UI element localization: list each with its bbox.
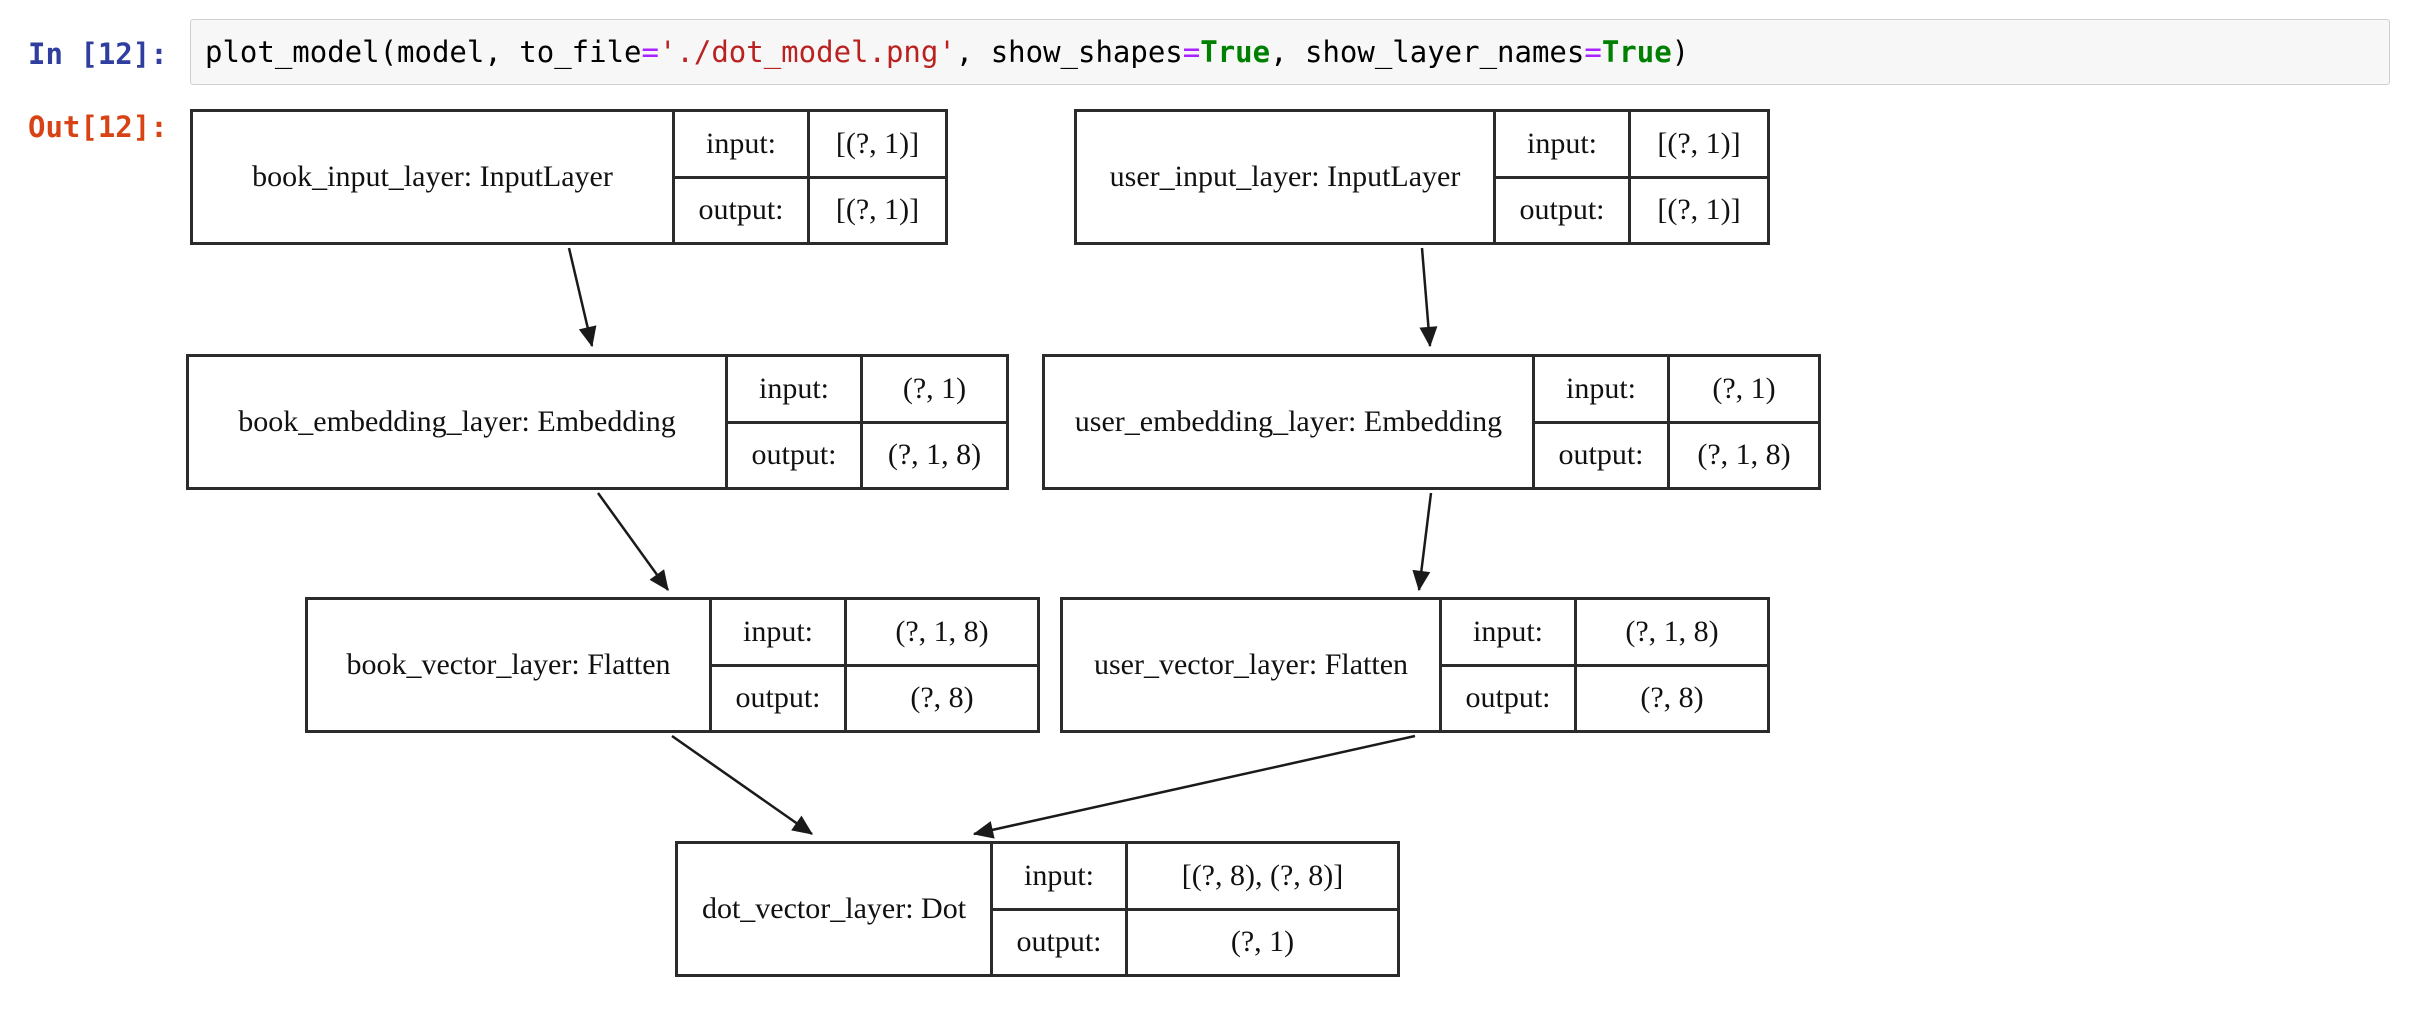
arrow-book-input-to-book-embedding	[567, 247, 597, 348]
code-token-operator: =	[641, 35, 659, 69]
code-line: plot_model(model, to_file='./dot_model.p…	[191, 35, 1689, 69]
input-shape: (?, 1)	[1670, 357, 1818, 424]
input-shape: (?, 1, 8)	[847, 600, 1037, 667]
input-shape: [(?, 1)]	[1631, 112, 1767, 179]
output-label: output:	[1558, 438, 1644, 472]
output-label: output:	[751, 438, 837, 472]
output-shape: [(?, 1)]	[1657, 193, 1741, 227]
code-token-keyword: True	[1601, 35, 1672, 69]
output-label: output:	[698, 193, 784, 227]
code-token-string: './dot_model.png'	[658, 35, 956, 69]
output-shape: (?, 1, 8)	[887, 438, 982, 472]
output-label: output:	[1519, 193, 1605, 227]
output-prompt: Out[12]:	[28, 110, 168, 144]
output-label: output:	[735, 681, 821, 715]
arrow-user-input-to-user-embedding	[1419, 247, 1438, 348]
io-values: (?, 1, 8) (?, 8)	[1577, 600, 1767, 730]
input-prompt: In [12]:	[28, 37, 168, 71]
output-label: output:	[1016, 925, 1102, 959]
output-shape: (?, 8)	[910, 681, 974, 715]
io-labels: input: output:	[728, 357, 863, 487]
code-token: , show_layer_names	[1270, 35, 1585, 69]
layer-name: book_vector_layer: Flatten	[308, 600, 712, 730]
io-values: [(?, 1)] [(?, 1)]	[810, 112, 945, 242]
code-token-operator: =	[1182, 35, 1201, 69]
node-user-input-layer: user_input_layer: InputLayer input: outp…	[1074, 109, 1770, 245]
arrow-book-embedding-to-book-vector	[596, 492, 670, 591]
output-shape: (?, 1)	[1230, 925, 1295, 959]
node-user-vector-layer: user_vector_layer: Flatten input: output…	[1060, 597, 1770, 733]
code-token: , show_shapes	[955, 35, 1183, 69]
output-label: output:	[1465, 681, 1551, 715]
node-dot-vector-layer: dot_vector_layer: Dot input: output: [(?…	[675, 841, 1400, 977]
input-label: input:	[712, 600, 844, 667]
layer-name: user_vector_layer: Flatten	[1063, 600, 1442, 730]
io-labels: input: output:	[993, 844, 1128, 974]
code-token-keyword: True	[1200, 35, 1271, 69]
layer-name: user_input_layer: InputLayer	[1077, 112, 1496, 242]
io-labels: input: output:	[675, 112, 810, 242]
layer-name: book_embedding_layer: Embedding	[189, 357, 728, 487]
arrow-user-embedding-to-user-vector	[1412, 492, 1433, 592]
layer-name: user_embedding_layer: Embedding	[1045, 357, 1535, 487]
io-values: [(?, 1)] [(?, 1)]	[1631, 112, 1767, 242]
io-values: (?, 1) (?, 1, 8)	[863, 357, 1006, 487]
arrow-book-vector-to-dot	[671, 734, 813, 836]
node-book-vector-layer: book_vector_layer: Flatten input: output…	[305, 597, 1040, 733]
node-user-embedding-layer: user_embedding_layer: Embedding input: o…	[1042, 354, 1821, 490]
input-label: input:	[993, 844, 1125, 911]
node-book-embedding-layer: book_embedding_layer: Embedding input: o…	[186, 354, 1009, 490]
input-label: input:	[1535, 357, 1667, 424]
io-labels: input: output:	[1535, 357, 1670, 487]
io-labels: input: output:	[1496, 112, 1631, 242]
io-labels: input: output:	[712, 600, 847, 730]
io-values: [(?, 8), (?, 8)] (?, 1)	[1128, 844, 1397, 974]
code-cell[interactable]: plot_model(model, to_file='./dot_model.p…	[190, 19, 2390, 85]
output-shape: (?, 8)	[1640, 681, 1704, 715]
input-label: input:	[1442, 600, 1574, 667]
io-values: (?, 1) (?, 1, 8)	[1670, 357, 1818, 487]
node-book-input-layer: book_input_layer: InputLayer input: outp…	[190, 109, 948, 245]
code-token-operator: =	[1584, 35, 1602, 69]
io-labels: input: output:	[1442, 600, 1577, 730]
input-label: input:	[1496, 112, 1628, 179]
input-label: input:	[728, 357, 860, 424]
io-values: (?, 1, 8) (?, 8)	[847, 600, 1037, 730]
output-shape: (?, 1, 8)	[1697, 438, 1791, 472]
input-shape: (?, 1)	[863, 357, 1006, 424]
input-shape: [(?, 8), (?, 8)]	[1128, 844, 1397, 911]
code-token: )	[1671, 35, 1690, 69]
input-shape: [(?, 1)]	[810, 112, 945, 179]
arrow-user-vector-to-dot	[972, 734, 1416, 839]
output-shape: [(?, 1)]	[835, 193, 920, 227]
layer-name: dot_vector_layer: Dot	[678, 844, 993, 974]
input-shape: (?, 1, 8)	[1577, 600, 1767, 667]
code-token: plot_model(model, to_file	[205, 35, 642, 69]
input-label: input:	[675, 112, 807, 179]
layer-name: book_input_layer: InputLayer	[193, 112, 675, 242]
